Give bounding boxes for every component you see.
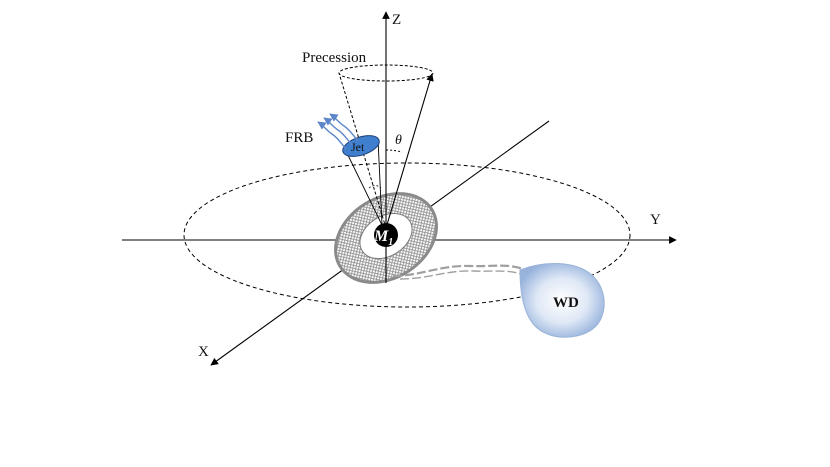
orbit-ellipse: [183, 162, 631, 308]
spin-axis-arrow: [385, 73, 434, 229]
y-axis-label: Y: [650, 212, 661, 228]
frb-wave-icon: [317, 113, 359, 150]
jet-cone: [342, 135, 383, 226]
jet-ellipse: [342, 135, 380, 157]
accretion-stream: [392, 264, 531, 280]
central-object: [374, 223, 398, 247]
accretion-disk: [334, 192, 438, 284]
central-object-subscript: 1: [388, 237, 393, 248]
theta-label: θ: [395, 133, 402, 148]
white-dwarf: [519, 263, 605, 338]
jet-label: Jet: [351, 140, 365, 154]
z-axis-label: Z: [392, 12, 401, 28]
frb-label: FRB: [285, 130, 313, 146]
central-object-symbol: M: [373, 228, 389, 245]
precession-label: Precession: [302, 50, 367, 66]
white-dwarf-label: WD: [553, 295, 579, 311]
x-axis-label: X: [198, 344, 209, 360]
central-object-label: M1: [373, 228, 393, 248]
theta-arc: [385, 149, 403, 153]
